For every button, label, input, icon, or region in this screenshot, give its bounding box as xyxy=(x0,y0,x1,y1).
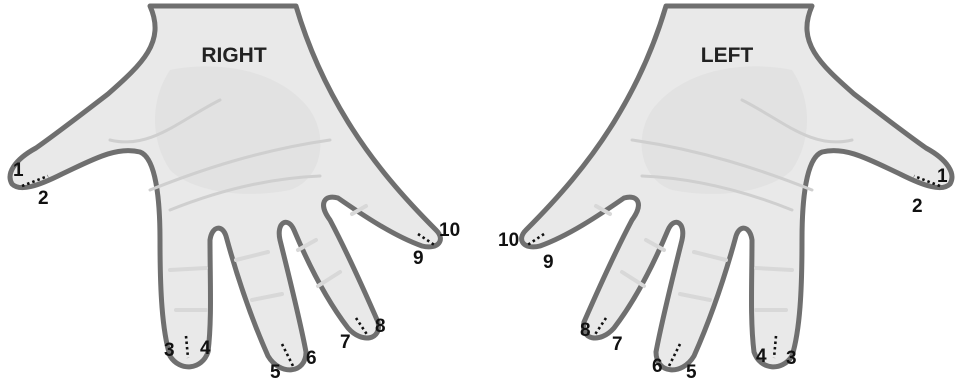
right-point-label: 9 xyxy=(413,248,424,269)
left-point-label: 5 xyxy=(686,362,697,380)
left-hand-label: LEFT xyxy=(701,44,754,67)
right-point-label: 4 xyxy=(200,338,211,359)
left-point-label: 9 xyxy=(543,252,554,273)
left-point-label: 3 xyxy=(786,348,797,369)
left-point-label: 1 xyxy=(937,166,948,187)
right-point-label: 10 xyxy=(439,220,460,241)
left-point-label: 10 xyxy=(498,230,519,251)
right-point-label: 2 xyxy=(38,188,49,209)
left-point-label: 7 xyxy=(612,334,623,355)
right-point-label: 1 xyxy=(13,160,24,181)
left-point-label: 2 xyxy=(912,196,923,217)
right-hand: RIGHT 1 2 3 4 5 6 7 8 9 10 xyxy=(10,6,460,380)
right-point-label: 6 xyxy=(306,348,317,369)
left-point-label: 4 xyxy=(756,346,767,367)
left-point-label: 8 xyxy=(580,320,591,341)
right-point-label: 5 xyxy=(270,362,281,380)
right-hand-label: RIGHT xyxy=(201,44,267,67)
left-point-label: 6 xyxy=(652,356,663,377)
left-finger-crease xyxy=(756,268,792,270)
right-point-label: 7 xyxy=(340,332,351,353)
right-finger-crease xyxy=(170,268,206,270)
right-point-label: 3 xyxy=(164,340,175,361)
left-hand: LEFT 1 2 3 4 5 6 7 8 9 10 xyxy=(498,6,952,380)
right-point-label: 8 xyxy=(375,316,386,337)
